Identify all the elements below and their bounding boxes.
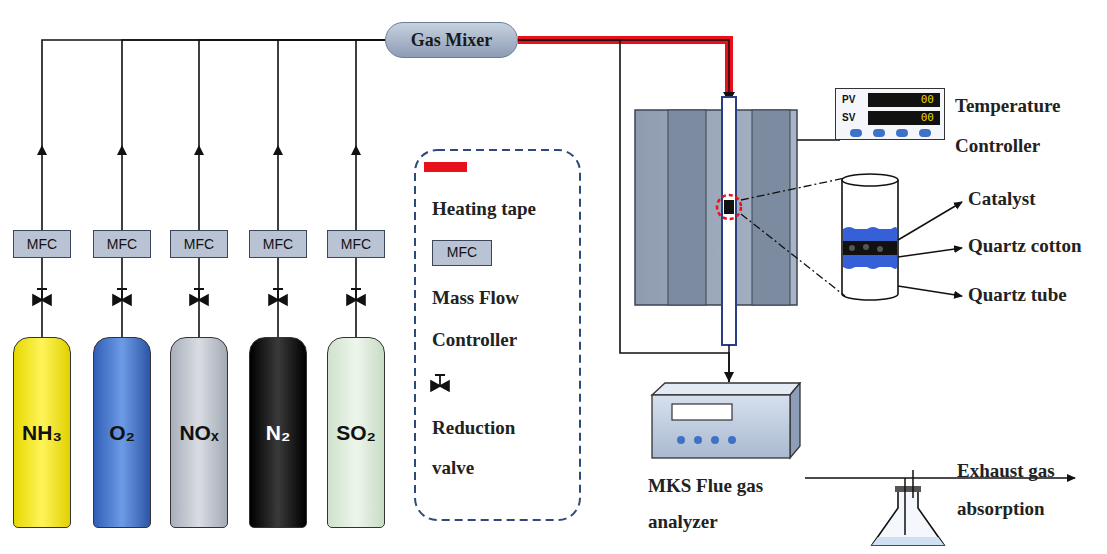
mass-flow-controller: MFC [249, 230, 307, 258]
mass-flow-controller: MFC [93, 230, 151, 258]
gas-line [518, 40, 729, 382]
mass-flow-controller: MFC [170, 230, 228, 258]
control-button [896, 129, 908, 137]
temperature-controller: PV00SV00 [835, 88, 945, 140]
node-label: MFC [27, 236, 57, 252]
node-label: O₂ [109, 421, 135, 445]
legend-text: Reduction valve [432, 408, 552, 488]
display-label: PV [842, 94, 868, 105]
node-label: NH₃ [22, 421, 62, 445]
button-row [844, 129, 936, 137]
annotation-label: Quartz tube [968, 284, 1067, 306]
control-button [873, 129, 885, 137]
gas-cylinder: NOₓ [170, 337, 228, 528]
annotation-label: Exhaust gas absorption [957, 452, 1082, 528]
gas-cylinder: N₂ [249, 337, 307, 528]
node-label: MFC [107, 236, 137, 252]
display-label: SV [842, 112, 868, 123]
gas-line [199, 40, 385, 230]
gas-analyzer: MKS Flue gas analyzer [645, 382, 805, 548]
analyzer-device [645, 382, 805, 462]
gas-cylinder: O₂ [93, 337, 151, 528]
display-row: PV 00 [842, 92, 940, 107]
gas-line [122, 40, 385, 230]
legend-swatch [424, 162, 467, 172]
legend-sample-box: MFC [432, 240, 492, 266]
legend-text: Heating tape [432, 198, 536, 220]
node-label: MFC [263, 236, 293, 252]
node-label: MFC [184, 236, 214, 252]
gas-line [41, 258, 43, 337]
node-label: Gas Mixer [411, 30, 492, 51]
arrowhead [194, 145, 204, 155]
gas-line [355, 258, 357, 337]
mass-flow-controller: MFC [327, 230, 385, 258]
node-label: NOₓ [179, 421, 218, 445]
display-value: 00 [921, 111, 934, 125]
node-label: SO₂ [336, 421, 376, 445]
annotation-label: Temperature Controller [955, 86, 1095, 166]
display-screen: 00 [868, 93, 940, 107]
gas-line [121, 258, 123, 337]
control-button [919, 129, 931, 137]
display-row: SV 00 [842, 110, 940, 125]
arrowhead [273, 145, 283, 155]
arrowhead [117, 145, 127, 155]
gas-cylinder: SO₂ [327, 337, 385, 528]
legend-text: Mass Flow Controller [432, 277, 552, 361]
arrowhead [724, 372, 734, 382]
gas-line [42, 40, 385, 230]
annotation-label: Quartz cotton [968, 235, 1081, 257]
gas-line [278, 40, 385, 230]
arrowhead [37, 145, 47, 155]
annotation-label: Catalyst [968, 188, 1036, 210]
arrowhead [351, 145, 361, 155]
display-screen: 00 [868, 111, 940, 125]
device-name: MKS Flue gas analyzer [648, 468, 778, 540]
display-value: 00 [921, 93, 934, 107]
node-label: N₂ [266, 421, 291, 445]
gas-line [198, 258, 200, 337]
node-label: MFC [341, 236, 371, 252]
gas-cylinder: NH₃ [13, 337, 71, 528]
gas-mixer: Gas Mixer [385, 22, 518, 58]
gas-line [356, 40, 385, 230]
mass-flow-controller: MFC [13, 230, 71, 258]
control-button [850, 129, 862, 137]
gas-line [277, 258, 279, 337]
